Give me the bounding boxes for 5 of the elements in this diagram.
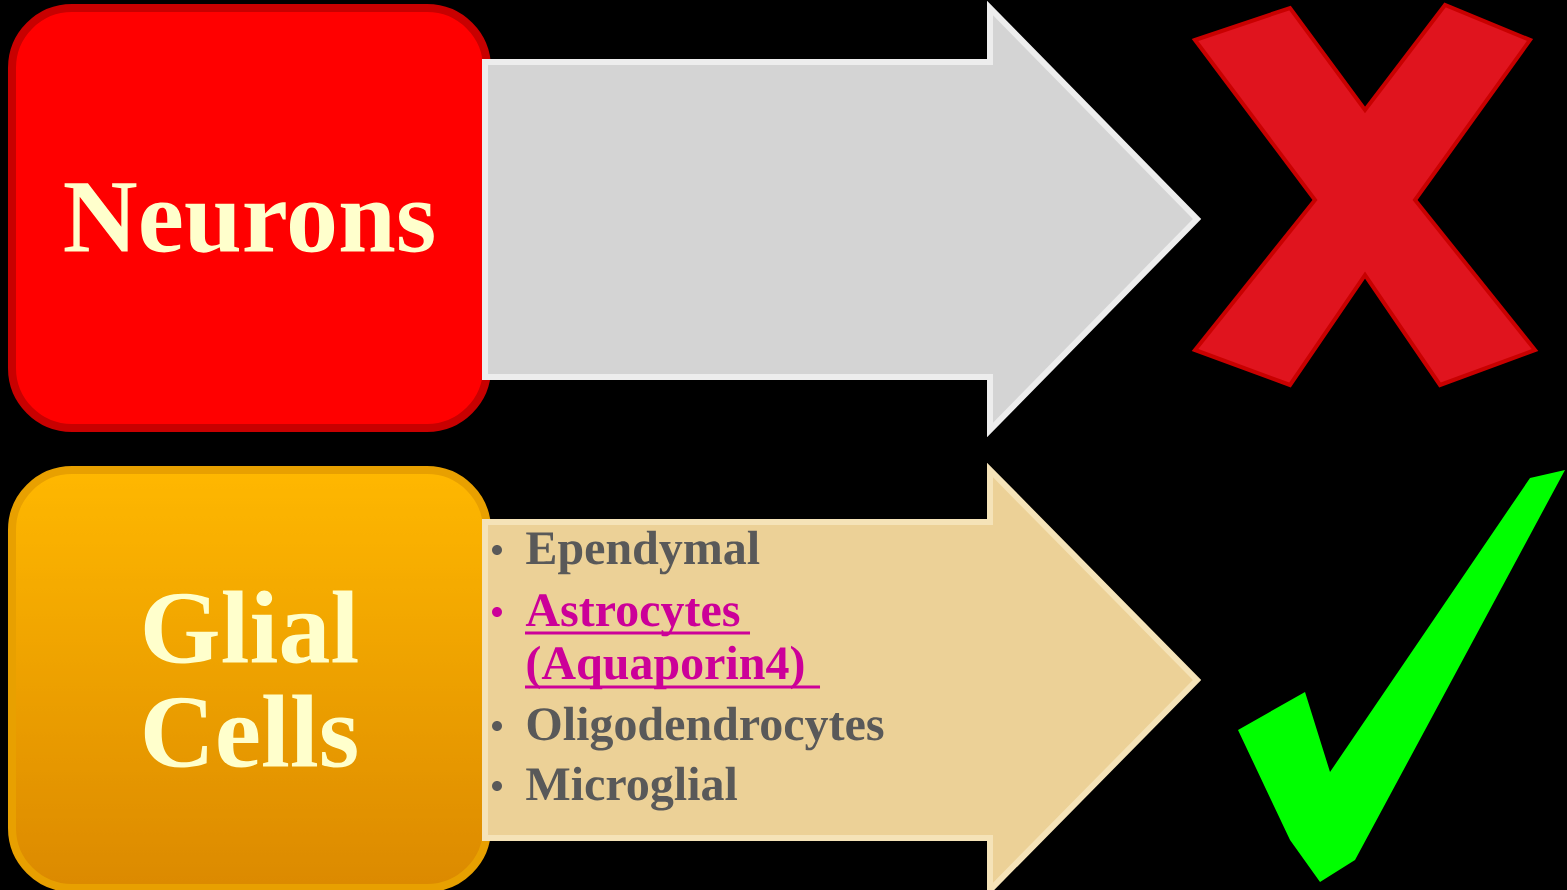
title-box: Neurons [8, 4, 491, 432]
cross-mark [1191, 2, 1539, 388]
check-mark [1238, 470, 1565, 882]
arrow-shape [482, 0, 1202, 438]
title-box: Glial Cells [8, 466, 491, 890]
